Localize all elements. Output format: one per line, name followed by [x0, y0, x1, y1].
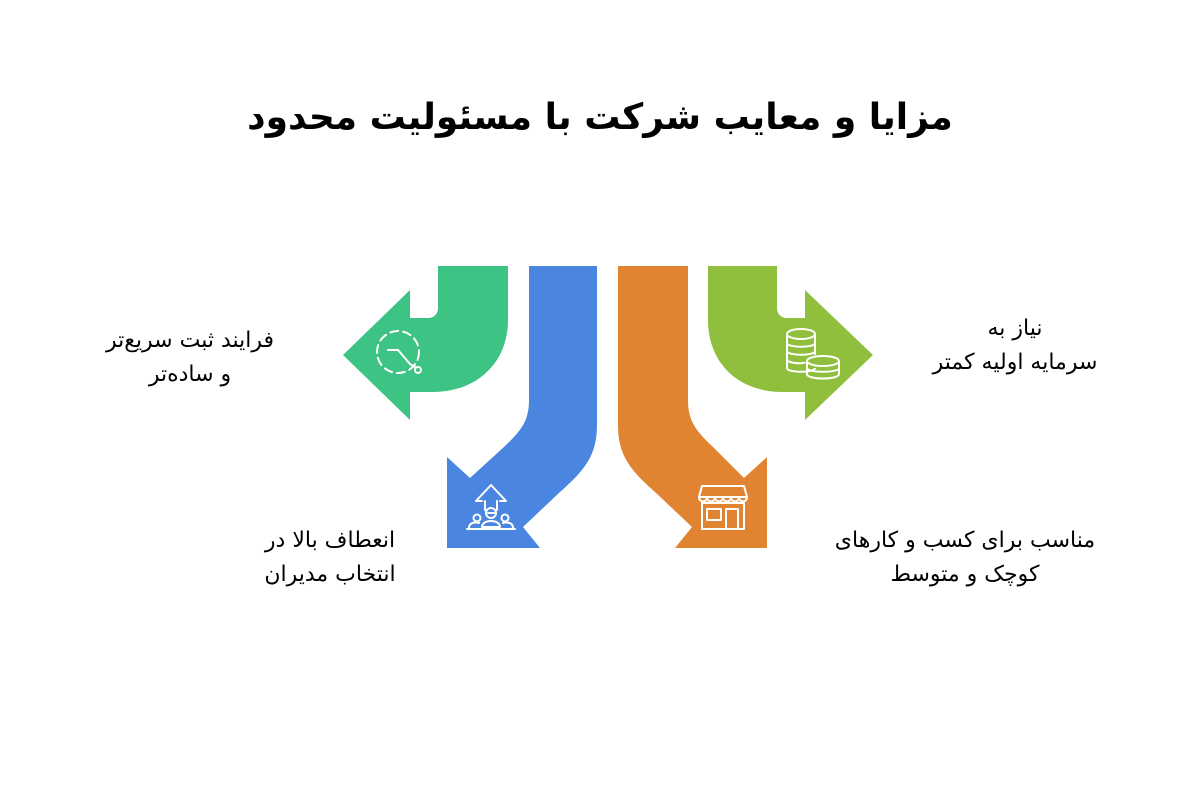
label-line: انتخاب مدیران — [264, 562, 396, 587]
blue-arrow-down-left — [447, 266, 597, 548]
label-flexible-managers: انعطاف بالا در انتخاب مدیران — [220, 524, 440, 592]
label-line: فرایند ثبت سریع‌تر — [105, 328, 275, 353]
label-line: مناسب برای کسب و کارهای — [834, 528, 1096, 553]
storefront-icon — [698, 485, 748, 530]
coins-icon — [786, 328, 840, 380]
clock-icon — [376, 330, 422, 374]
green-arrow-left — [343, 266, 508, 420]
page-title: مزایا و معایب شرکت با مسئولیت محدود — [247, 97, 953, 138]
lime-arrow-right — [708, 266, 873, 420]
label-line: انعطاف بالا در — [264, 528, 396, 553]
label-line: کوچک و متوسط — [890, 562, 1040, 587]
label-less-capital: نیاز به سرمایه اولیه کمتر — [880, 312, 1150, 380]
team-growth-icon — [466, 484, 516, 530]
label-faster-registration: فرایند ثبت سریع‌تر و ساده‌تر — [60, 324, 320, 392]
label-line: و ساده‌تر — [148, 362, 232, 387]
orange-arrow-down-right — [618, 266, 767, 548]
label-line: نیاز به — [987, 316, 1043, 341]
label-line: سرمایه اولیه کمتر — [932, 350, 1098, 375]
label-small-medium-business: مناسب برای کسب و کارهای کوچک و متوسط — [790, 524, 1140, 592]
